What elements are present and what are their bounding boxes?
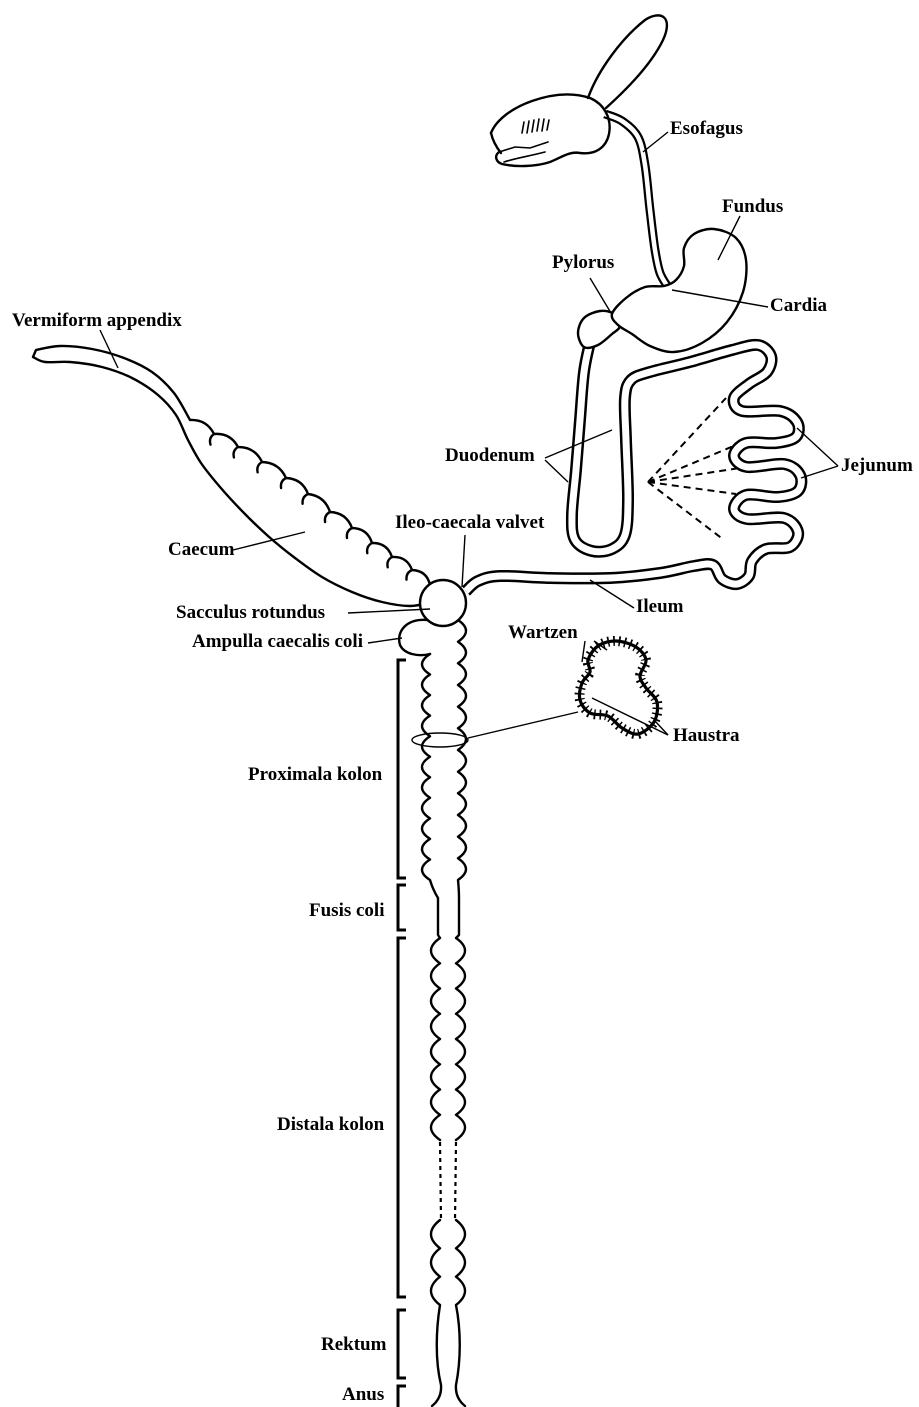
- cross-section-outline: [580, 641, 658, 734]
- whisker-line: [522, 122, 524, 133]
- stomach: [612, 229, 747, 352]
- label-vermiform-appendix: Vermiform appendix: [12, 310, 182, 331]
- label-fundus: Fundus: [722, 196, 783, 217]
- colon-left-wall: [422, 654, 440, 1140]
- jejunum-rays: [648, 398, 740, 540]
- ampulla-caecalis-coli: [399, 620, 430, 655]
- small-intestine: [466, 342, 801, 591]
- rabbit-nose: [491, 133, 501, 153]
- colon-right-wall: [456, 620, 466, 1140]
- rabbit-whiskers: [522, 119, 549, 133]
- jejunum-ray: [648, 398, 726, 482]
- colon-dotted-right-wall: [455, 1142, 456, 1220]
- leader-pylorus: [590, 278, 611, 313]
- label-ileo-caecala-valvet: Ileo-caecala valvet: [395, 512, 545, 533]
- whisker-line: [527, 121, 529, 133]
- leader-esofagus: [643, 132, 668, 152]
- colon: [422, 620, 466, 1406]
- label-jejunum: Jejunum: [841, 455, 913, 476]
- whisker-line: [537, 119, 539, 131]
- colon-section-brackets: [398, 660, 406, 1407]
- cross-section-pointer: [468, 712, 578, 738]
- label-anus: Anus: [342, 1384, 384, 1405]
- label-rektum: Rektum: [321, 1334, 387, 1355]
- colon-cross-section: [580, 641, 658, 734]
- label-fusis-coli: Fusis coli: [309, 900, 384, 921]
- cross-section-ring: [412, 733, 468, 747]
- leader-sacculus-rotundus: [348, 609, 430, 613]
- label-proximala-kolon: Proximala kolon: [248, 764, 383, 785]
- whisker-line: [542, 119, 544, 131]
- label-caecum: Caecum: [168, 539, 235, 560]
- leader-ampulla-caecalis-coli: [368, 638, 402, 643]
- jejunum-ray: [648, 468, 740, 482]
- leader-jejunum: [801, 466, 838, 478]
- rabbit-ear: [588, 15, 667, 108]
- bracket-rektum: [398, 1310, 406, 1378]
- rabbit-head-outline: [491, 94, 610, 166]
- rectum-left-wall: [431, 1220, 441, 1406]
- whisker-line: [532, 120, 534, 132]
- rectum-right-wall: [456, 1220, 465, 1406]
- rabbit-jaw: [504, 152, 545, 162]
- rabbit-mouth: [499, 142, 548, 152]
- caecum-body: [33, 346, 432, 606]
- label-duodenum: Duodenum: [445, 445, 535, 466]
- leader-haustra: [655, 721, 668, 735]
- label-ampulla-caecalis-coli: Ampulla caecalis coli: [192, 631, 363, 652]
- bracket-fusis-coli: [398, 885, 406, 930]
- labels: Esofagus Fundus Pylorus Cardia Vermiform…: [12, 118, 913, 1405]
- label-esofagus: Esofagus: [670, 118, 743, 139]
- label-ileum: Ileum: [636, 596, 684, 617]
- leader-ileo-caecala-valvet: [462, 535, 465, 587]
- label-wartzen: Wartzen: [508, 622, 578, 643]
- label-haustra: Haustra: [673, 725, 740, 746]
- sacculus-rotundus: [420, 580, 466, 626]
- leader-ileum: [590, 580, 634, 608]
- colon-dotted-left-wall: [440, 1142, 441, 1220]
- bracket-distala-kolon: [398, 938, 406, 1297]
- bracket-anus: [398, 1386, 406, 1407]
- bracket-proximala-kolon: [398, 660, 406, 878]
- label-sacculus-rotundus: Sacculus rotundus: [176, 602, 325, 623]
- label-pylorus: Pylorus: [552, 252, 614, 273]
- leader-jejunum: [797, 428, 838, 466]
- label-cardia: Cardia: [770, 295, 828, 316]
- leader-duodenum: [545, 460, 568, 482]
- whisker-line: [547, 120, 549, 130]
- jejunum-ray: [648, 445, 736, 482]
- label-distala-kolon: Distala kolon: [277, 1114, 385, 1135]
- caecum: [33, 346, 432, 606]
